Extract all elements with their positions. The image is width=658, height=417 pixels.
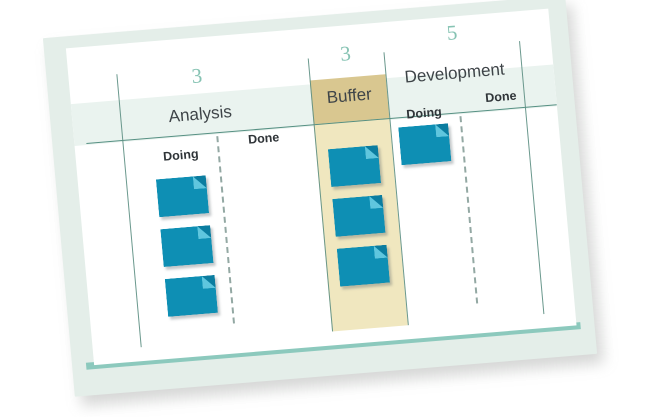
subcolumn-title-development-done: Done	[484, 88, 518, 106]
card[interactable]	[156, 175, 212, 221]
board-frame: 3 3 5 Analysis Buffer Development Doing …	[42, 0, 604, 407]
board-surface: 3 3 5 Analysis Buffer Development Doing …	[65, 8, 577, 366]
card[interactable]	[328, 145, 384, 190]
development-doing-done-divider	[459, 116, 479, 304]
analysis-doing-done-divider	[216, 136, 235, 324]
buffer-wip-limit: 3	[339, 41, 352, 66]
card[interactable]	[337, 245, 393, 290]
column-title-analysis: Analysis	[167, 101, 233, 127]
columns-layer: 3 3 5 Analysis Buffer Development Doing …	[66, 9, 577, 365]
column-title-development: Development	[403, 59, 506, 87]
card[interactable]	[332, 195, 388, 240]
card[interactable]	[160, 225, 216, 270]
development-wip-limit: 5	[445, 20, 459, 46]
subcolumn-title-development-doing: Doing	[405, 104, 443, 122]
subcolumn-title-analysis-done: Done	[247, 130, 280, 147]
card[interactable]	[398, 123, 454, 169]
column-title-buffer: Buffer	[325, 84, 373, 108]
analysis-wip-limit: 3	[190, 63, 204, 89]
card[interactable]	[165, 275, 221, 320]
column-divider-left	[116, 74, 143, 348]
subcolumn-title-analysis-doing: Doing	[162, 146, 200, 164]
column-divider-right	[519, 41, 545, 315]
